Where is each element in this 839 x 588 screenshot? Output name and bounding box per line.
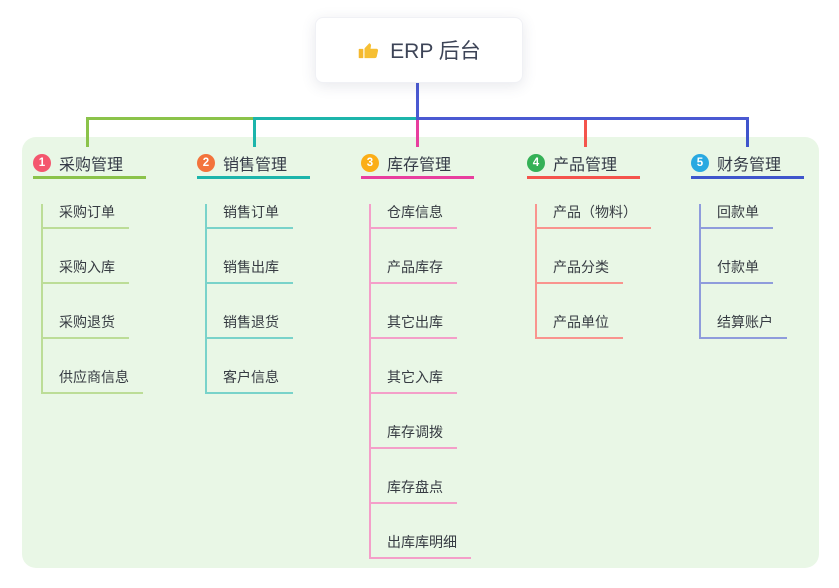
branch-subtree: 产品（物料） 产品分类产品单位 <box>535 204 651 339</box>
root-title: ERP 后台 <box>390 40 481 63</box>
leaf-node[interactable]: 产品单位 <box>537 314 623 339</box>
root-node[interactable]: ERP 后台 <box>315 17 523 83</box>
leaf-node[interactable]: 出库库明细 <box>371 534 471 559</box>
branch-2: 2 销售管理 销售订单销售出库销售退货客户信息 <box>197 150 310 394</box>
leaf-node[interactable]: 产品（物料） <box>537 204 651 229</box>
connector-drop-branch-5 <box>746 117 749 147</box>
leaf-node[interactable]: 库存盘点 <box>371 479 457 504</box>
leaf-node[interactable]: 采购订单 <box>43 204 129 229</box>
leaf-node[interactable]: 采购入库 <box>43 259 129 284</box>
leaf-node[interactable]: 结算账户 <box>701 314 787 339</box>
branch-label: 财务管理 <box>717 157 782 174</box>
branch-3: 3 库存管理 仓库信息产品库存其它出库其它入库库存调拨库存盘点出库库明细 <box>361 150 474 559</box>
branch-title-node[interactable]: 2 销售管理 <box>197 150 310 179</box>
leaf-node[interactable]: 销售退货 <box>207 314 293 339</box>
branch-subtree: 回款单付款单结算账户 <box>699 204 787 339</box>
leaf-node[interactable]: 采购退货 <box>43 314 129 339</box>
branch-number-badge: 4 <box>527 154 545 172</box>
leaf-node[interactable]: 其它入库 <box>371 369 457 394</box>
branch-number-badge: 1 <box>33 154 51 172</box>
leaf-node[interactable]: 库存调拨 <box>371 424 457 449</box>
leaf-node[interactable]: 销售出库 <box>207 259 293 284</box>
connector-segment-mid <box>253 117 419 120</box>
branch-title-node[interactable]: 5 财务管理 <box>691 150 804 179</box>
branch-label: 销售管理 <box>223 157 288 174</box>
branch-title-node[interactable]: 4 产品管理 <box>527 150 640 179</box>
branch-number-badge: 2 <box>197 154 215 172</box>
branch-label: 采购管理 <box>59 157 124 174</box>
connector-trunk <box>416 83 419 120</box>
leaf-node[interactable]: 产品库存 <box>371 259 457 284</box>
connector-drop-branch-3 <box>416 117 419 147</box>
leaf-node[interactable]: 其它出库 <box>371 314 457 339</box>
branch-subtree: 仓库信息产品库存其它出库其它入库库存调拨库存盘点出库库明细 <box>369 204 471 559</box>
leaf-node[interactable]: 客户信息 <box>207 369 293 394</box>
connector-segment-right <box>416 117 749 120</box>
branch-1: 1 采购管理 采购订单采购入库采购退货供应商信息 <box>33 150 146 394</box>
leaf-node[interactable]: 供应商信息 <box>43 369 143 394</box>
connector-drop-branch-4 <box>584 117 587 147</box>
branch-label: 产品管理 <box>553 157 618 174</box>
leaf-node[interactable]: 付款单 <box>701 259 773 284</box>
leaf-node[interactable]: 产品分类 <box>537 259 623 284</box>
branch-5: 5 财务管理 回款单付款单结算账户 <box>691 150 804 339</box>
branch-label: 库存管理 <box>387 157 452 174</box>
thumbs-up-icon <box>357 39 380 62</box>
branch-subtree: 采购订单采购入库采购退货供应商信息 <box>41 204 143 394</box>
branch-number-badge: 5 <box>691 154 709 172</box>
branch-title-node[interactable]: 3 库存管理 <box>361 150 474 179</box>
branch-subtree: 销售订单销售出库销售退货客户信息 <box>205 204 293 394</box>
leaf-node[interactable]: 销售订单 <box>207 204 293 229</box>
branch-number-badge: 3 <box>361 154 379 172</box>
connector-segment-left <box>86 117 256 120</box>
branch-4: 4 产品管理 产品（物料） 产品分类产品单位 <box>527 150 651 339</box>
connector-drop-branch-1 <box>86 117 89 147</box>
branches-panel <box>22 137 819 568</box>
branch-title-node[interactable]: 1 采购管理 <box>33 150 146 179</box>
connector-drop-branch-2 <box>253 117 256 147</box>
leaf-node[interactable]: 回款单 <box>701 204 773 229</box>
leaf-node[interactable]: 仓库信息 <box>371 204 457 229</box>
